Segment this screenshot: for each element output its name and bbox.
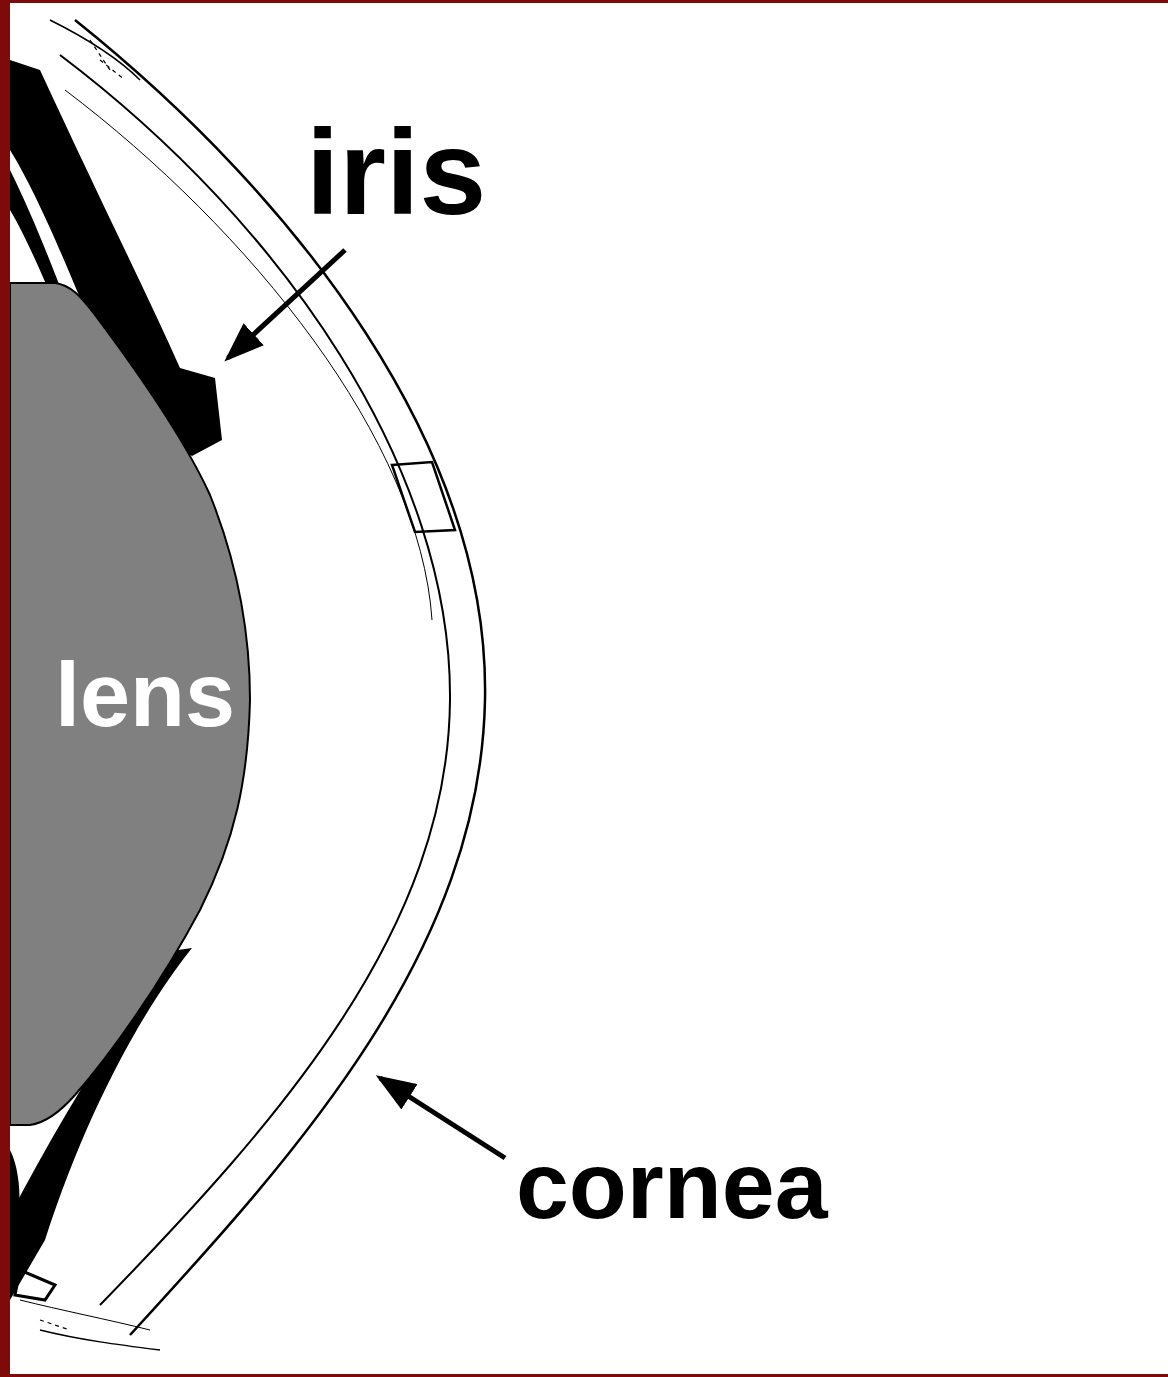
leader-arrow xyxy=(228,250,345,358)
lens-shape: lens xyxy=(10,280,255,1128)
frame-bar xyxy=(0,1374,1168,1377)
iris-shape xyxy=(10,1150,19,1260)
frame-bar xyxy=(0,0,10,1377)
part-label: iris xyxy=(306,112,486,232)
frame-bar xyxy=(0,0,1168,3)
ciliary-detail xyxy=(15,1270,55,1300)
cornea-sample-box xyxy=(392,462,455,532)
part-label: lens xyxy=(55,650,235,740)
part-label: cornea xyxy=(516,1138,828,1233)
leader-arrow xyxy=(380,1078,505,1158)
